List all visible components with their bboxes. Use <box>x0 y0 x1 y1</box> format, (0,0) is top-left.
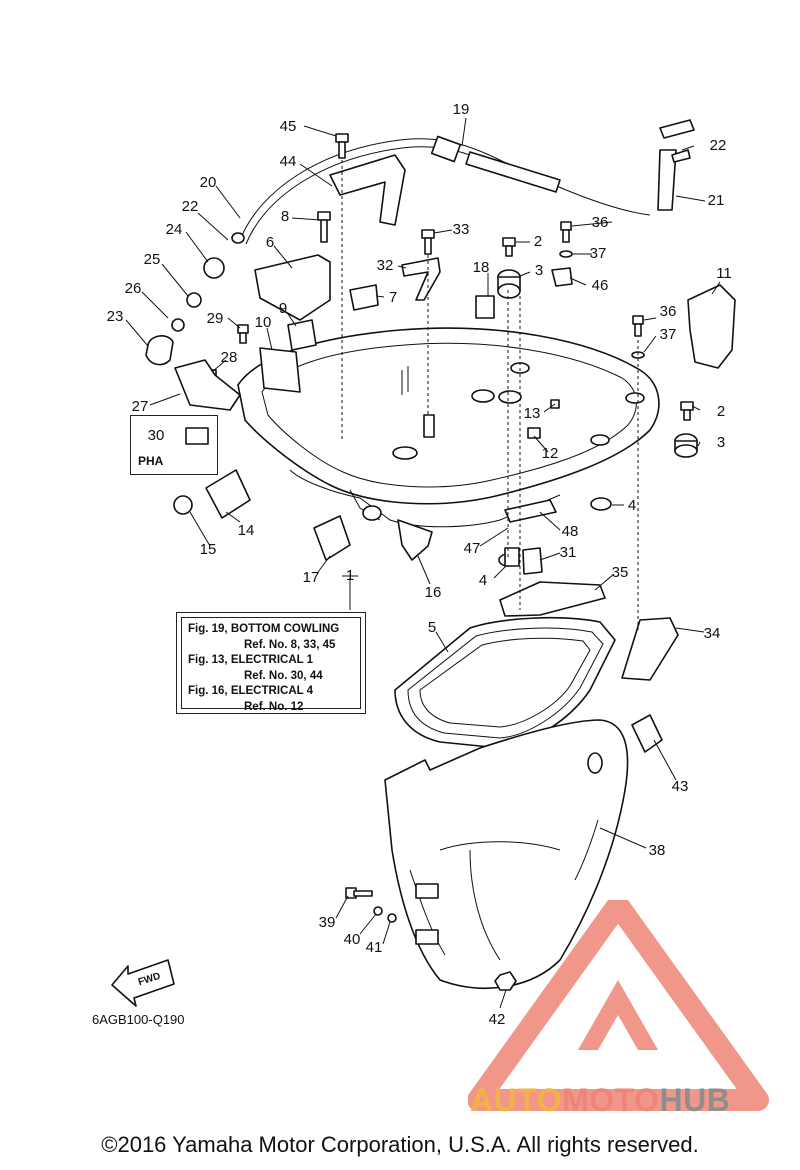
part-number-p44: 44 <box>280 153 297 170</box>
part-number-p28: 28 <box>221 349 238 366</box>
callout-line: Ref. No. 30, 44 <box>244 669 323 682</box>
part-number-p17: 17 <box>303 569 320 586</box>
part-number-p25: 25 <box>144 251 161 268</box>
part-number-p41: 41 <box>366 939 383 956</box>
part-number-p30: 30 <box>148 427 165 444</box>
part-number-p5: 5 <box>428 619 436 636</box>
pha-label: PHA <box>138 454 164 468</box>
part-number-p43: 43 <box>672 778 689 795</box>
part-number-p3a: 3 <box>535 262 543 279</box>
gasket-5 <box>394 616 616 749</box>
lower-cowling-38 <box>384 719 629 989</box>
part-number-p46: 46 <box>592 277 609 294</box>
part-number-p2b: 2 <box>717 403 725 420</box>
part-number-p12: 12 <box>542 445 559 462</box>
drawing-code: 6AGB100-Q190 <box>92 1012 185 1027</box>
part-number-p4b: 4 <box>479 572 487 589</box>
part-number-p32: 32 <box>377 257 394 274</box>
automotohub-wordmark: AUTOMOTOHUB <box>470 1082 730 1119</box>
part-number-p16: 16 <box>425 584 442 601</box>
part-number-p19: 19 <box>453 101 470 118</box>
part-number-p7: 7 <box>389 289 397 306</box>
part-number-p18: 18 <box>473 259 490 276</box>
part-number-p39: 39 <box>319 914 336 931</box>
part-number-p21: 21 <box>708 192 725 209</box>
part-number-p31: 31 <box>560 544 577 561</box>
part-number-p15: 15 <box>200 541 217 558</box>
part-number-p40: 40 <box>344 931 361 948</box>
leader-lines <box>125 117 721 1009</box>
part-number-p23: 23 <box>107 308 124 325</box>
callout-line: Ref. No. 12 <box>244 700 304 713</box>
small-parts <box>145 133 736 991</box>
part-number-p33: 33 <box>453 221 470 238</box>
part-number-p37b: 37 <box>660 326 677 343</box>
pha-variant-box: PHA <box>130 415 218 475</box>
callout-line: Fig. 19, BOTTOM COWLING <box>188 623 340 635</box>
part-number-p6: 6 <box>266 234 274 251</box>
part-number-p36a: 36 <box>592 214 609 231</box>
part-number-p20: 20 <box>200 174 217 191</box>
part-number-p35: 35 <box>612 564 629 581</box>
callout-line: Fig. 16, ELECTRICAL 4 <box>188 685 314 697</box>
part-number-p27: 27 <box>132 398 149 415</box>
callout-line: Fig. 13, ELECTRICAL 1 <box>188 654 314 666</box>
bottom-cowling-tray <box>237 327 660 528</box>
part-number-p45: 45 <box>280 118 297 135</box>
fwd-arrow-icon <box>111 959 175 1007</box>
part-number-p29: 29 <box>207 310 224 327</box>
part-number-p1: 1 <box>346 567 354 584</box>
reference-callout-lines: Fig. 19, BOTTOM COWLING Ref. No. 8, 33, 4… <box>181 617 361 713</box>
part-number-p36b: 36 <box>660 303 677 320</box>
logo-text-hub: HUB <box>659 1082 731 1118</box>
logo-text-moto: MOTO <box>562 1082 660 1118</box>
part-number-p42: 42 <box>489 1011 506 1028</box>
callout-line: Ref. No. 8, 33, 45 <box>244 638 336 651</box>
part-number-p47: 47 <box>464 540 481 557</box>
part-number-p34: 34 <box>704 625 721 642</box>
part-number-p38: 38 <box>649 842 666 859</box>
part-number-p11: 11 <box>716 265 732 282</box>
part-number-p37a: 37 <box>590 245 607 262</box>
part-number-p22a: 22 <box>710 137 727 154</box>
part-number-p4a: 4 <box>628 497 636 514</box>
copyright-notice: ©2016 Yamaha Motor Corporation, U.S.A. A… <box>101 1132 699 1157</box>
part-number-p8: 8 <box>281 208 289 225</box>
part-number-p22b: 22 <box>182 198 199 215</box>
part-number-p14: 14 <box>238 522 255 539</box>
automotohub-logo-icon <box>467 894 798 1120</box>
reference-callout-box: Fig. 19, BOTTOM COWLING Ref. No. 8, 33, 4… <box>176 612 366 714</box>
logo-text-auto: AUTO <box>470 1082 563 1118</box>
part-number-p3b: 3 <box>717 434 725 451</box>
cable-assembly <box>231 119 695 245</box>
fwd-label: FWD <box>136 970 162 989</box>
part-number-p10: 10 <box>255 314 272 331</box>
part-number-p26: 26 <box>125 280 142 297</box>
part-number-p9: 9 <box>279 300 287 317</box>
part-number-p13: 13 <box>524 405 541 422</box>
part-number-p24: 24 <box>166 221 183 238</box>
part-number-p2a: 2 <box>534 233 542 250</box>
fwd-badge: FWD <box>120 968 176 998</box>
part-number-p48: 48 <box>562 523 579 540</box>
